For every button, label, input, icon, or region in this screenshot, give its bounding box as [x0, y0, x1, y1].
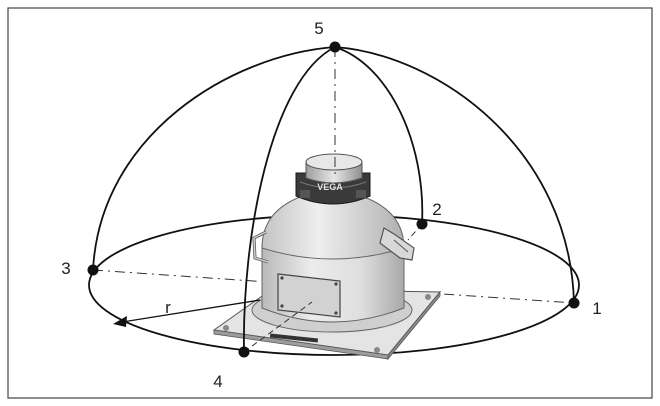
point-4-label: 4	[213, 372, 222, 391]
point-1-label: 1	[592, 299, 601, 318]
panel-screw	[280, 304, 284, 308]
plate-screw	[374, 347, 380, 353]
radius-line	[115, 299, 261, 324]
base-plate-side	[387, 290, 441, 361]
point-3-label: 3	[61, 259, 70, 278]
plate-screw	[425, 294, 431, 300]
point-1-marker	[568, 297, 580, 309]
point-5-marker	[329, 41, 341, 53]
horizontal-axis	[92, 269, 575, 304]
point-3-marker	[87, 264, 99, 276]
collar-tab	[356, 190, 366, 198]
leader-line-4	[243, 301, 313, 353]
radius-arrowhead	[113, 316, 127, 327]
panel-screw	[334, 311, 338, 315]
radius-label: r	[165, 298, 171, 317]
right-handle-grip	[393, 239, 409, 253]
point-2-label: 2	[432, 200, 441, 219]
plate-screw	[223, 325, 229, 331]
brand-label: VEGA	[317, 182, 343, 192]
point-5-label: 5	[314, 19, 323, 38]
hemisphere-arc-4-5-2	[243, 46, 424, 353]
panel-screw	[334, 282, 338, 286]
top-cap-face	[305, 153, 363, 171]
point-4-marker	[238, 346, 250, 358]
left-handle-highlight	[253, 231, 269, 263]
device: VEGA	[212, 153, 442, 361]
plate-slot	[269, 333, 319, 343]
panel-screw	[280, 276, 284, 280]
inspection-panel	[277, 273, 341, 318]
collar-ridge	[299, 181, 367, 189]
frame-border	[7, 7, 653, 399]
housing-dome	[261, 196, 405, 260]
point-2-marker	[416, 218, 428, 230]
collar-tab	[300, 190, 310, 198]
right-handle	[379, 227, 415, 261]
